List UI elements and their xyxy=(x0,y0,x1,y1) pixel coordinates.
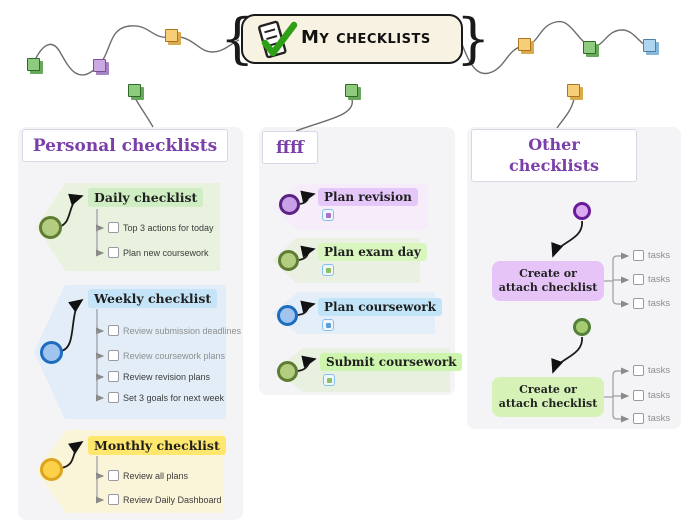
map-square-green-2[interactable] xyxy=(128,84,141,97)
item-label[interactable]: Plan new coursework xyxy=(123,247,209,258)
middle-header-label: ffff xyxy=(276,137,304,158)
checkbox[interactable] xyxy=(108,494,119,505)
create-or-attach-checklist-button[interactable]: Create or attach checklist xyxy=(492,377,604,417)
checklist-item: Review all plans xyxy=(108,470,188,481)
other-green-node-circle[interactable] xyxy=(573,318,591,336)
task-label[interactable]: tasks xyxy=(648,365,671,376)
personal-checklists-header[interactable]: Personal checklists xyxy=(22,129,228,162)
checklist-item: Review revision plans xyxy=(108,371,210,382)
checklist-badge-icon[interactable] xyxy=(322,264,334,276)
task-item: tasks xyxy=(633,298,670,309)
right-brace-decoration: } xyxy=(456,7,491,70)
monthly-checklist-title[interactable]: Monthly checklist xyxy=(88,436,226,455)
checklist-item: Top 3 actions for today xyxy=(108,222,214,233)
submit-coursework-node-circle[interactable] xyxy=(277,361,298,382)
task-item: tasks xyxy=(633,274,670,285)
checkbox[interactable] xyxy=(633,365,644,376)
checkbox[interactable] xyxy=(108,222,119,233)
task-label[interactable]: tasks xyxy=(648,413,671,424)
task-label[interactable]: tasks xyxy=(648,390,671,401)
create-attach-label: Create or attach checklist xyxy=(498,266,598,294)
map-square-orange-3[interactable] xyxy=(567,84,580,97)
plan-exam-day-node-circle[interactable] xyxy=(278,250,299,271)
other-purple-node-circle[interactable] xyxy=(573,202,591,220)
task-label[interactable]: tasks xyxy=(648,298,671,309)
checklist-item: Review coursework plans xyxy=(108,350,225,361)
checkbox[interactable] xyxy=(633,390,644,401)
plan-revision-title[interactable]: Plan revision xyxy=(318,188,418,206)
item-label[interactable]: Review all plans xyxy=(123,470,189,481)
task-item: tasks xyxy=(633,250,670,261)
middle-column-header[interactable]: ffff xyxy=(262,131,318,164)
checklist-check-icon xyxy=(258,20,298,59)
checkbox[interactable] xyxy=(633,250,644,261)
map-square-purple[interactable] xyxy=(93,59,106,72)
checkbox[interactable] xyxy=(633,298,644,309)
personal-header-label: Personal checklists xyxy=(32,135,218,156)
create-or-attach-checklist-button[interactable]: Create or attach checklist xyxy=(492,261,604,301)
checkbox[interactable] xyxy=(633,413,644,424)
task-item: tasks xyxy=(633,365,670,376)
checkbox[interactable] xyxy=(108,371,119,382)
checkbox[interactable] xyxy=(108,325,119,336)
checklist-badge-icon[interactable] xyxy=(322,319,334,331)
task-label[interactable]: tasks xyxy=(648,274,671,285)
checklist-badge-icon[interactable] xyxy=(322,209,334,221)
item-label[interactable]: Review Daily Dashboard xyxy=(123,494,222,505)
item-label[interactable]: Review coursework plans xyxy=(123,350,226,361)
create-attach-label: Create or attach checklist xyxy=(498,382,598,410)
checklist-item: Review Daily Dashboard xyxy=(108,494,222,505)
checkbox[interactable] xyxy=(108,350,119,361)
map-square-green-3[interactable] xyxy=(345,84,358,97)
checkbox[interactable] xyxy=(108,392,119,403)
weekly-node-circle[interactable] xyxy=(40,341,63,364)
map-square-orange-2[interactable] xyxy=(518,38,531,51)
plan-coursework-title[interactable]: Plan coursework xyxy=(318,298,442,316)
daily-node-circle[interactable] xyxy=(39,216,62,239)
daily-checklist-title[interactable]: Daily checklist xyxy=(88,188,204,207)
map-square-green-1[interactable] xyxy=(27,58,40,71)
map-square-orange-1[interactable] xyxy=(165,29,178,42)
item-label[interactable]: Top 3 actions for today xyxy=(123,222,214,233)
checklist-item: Set 3 goals for next week xyxy=(108,392,224,403)
checkbox[interactable] xyxy=(108,470,119,481)
monthly-node-circle[interactable] xyxy=(40,458,63,481)
other-checklists-header[interactable]: Other checklists xyxy=(471,129,637,182)
item-label[interactable]: Review submission deadlines xyxy=(123,325,242,336)
plan-revision-node-circle[interactable] xyxy=(279,194,300,215)
checklist-badge-icon[interactable] xyxy=(323,374,335,386)
plan-exam-day-title[interactable]: Plan exam day xyxy=(318,243,427,261)
other-header-label: Other checklists xyxy=(509,134,599,175)
page-title: My checklists xyxy=(301,27,431,48)
item-label[interactable]: Set 3 goals for next week xyxy=(123,392,225,403)
item-label[interactable]: Review revision plans xyxy=(123,371,211,382)
checkbox[interactable] xyxy=(108,247,119,258)
weekly-checklist-title[interactable]: Weekly checklist xyxy=(88,289,218,308)
checklist-item: Review submission deadlines xyxy=(108,325,241,336)
submit-coursework-title[interactable]: Submit coursework xyxy=(320,353,463,371)
task-label[interactable]: tasks xyxy=(648,250,671,261)
task-item: tasks xyxy=(633,413,670,424)
map-square-blue[interactable] xyxy=(643,39,656,52)
plan-coursework-node-circle[interactable] xyxy=(277,305,298,326)
map-square-green-4[interactable] xyxy=(583,41,596,54)
checkbox[interactable] xyxy=(633,274,644,285)
checklist-item: Plan new coursework xyxy=(108,247,209,258)
task-item: tasks xyxy=(633,390,670,401)
